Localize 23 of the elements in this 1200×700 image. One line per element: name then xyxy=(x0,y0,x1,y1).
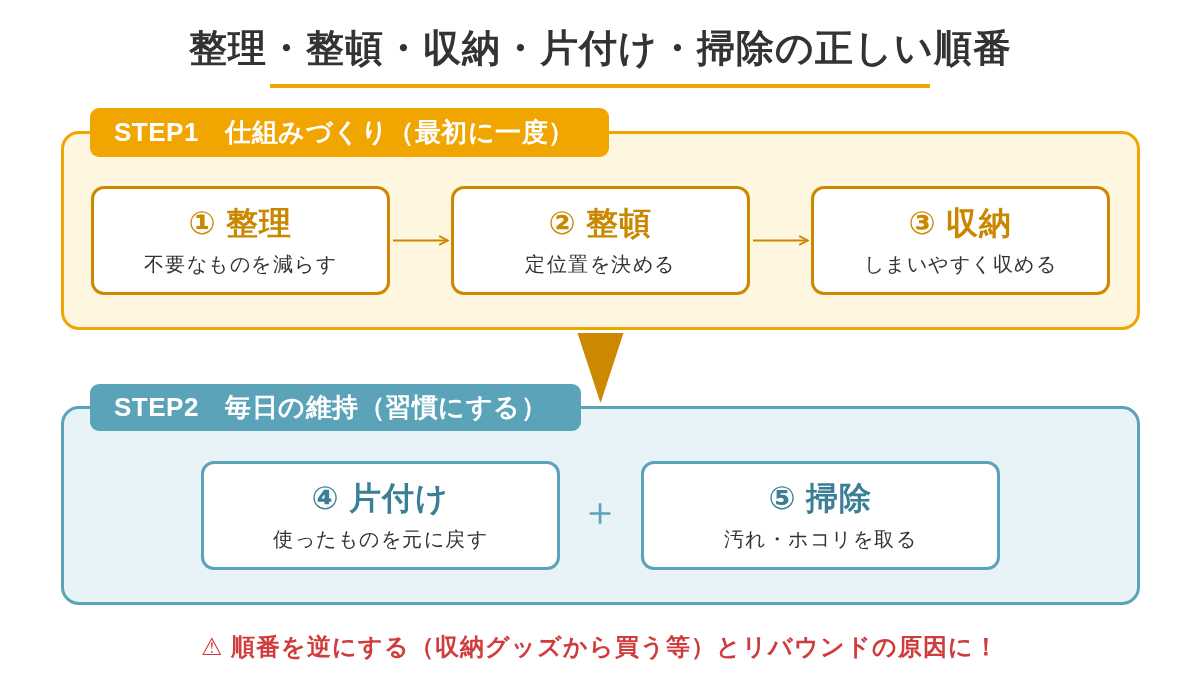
step-description: 汚れ・ホコリを取る xyxy=(723,526,918,551)
step-heading: ④ 片付け xyxy=(311,480,450,517)
step-box xyxy=(641,461,1000,570)
step-box xyxy=(201,461,560,570)
step-box xyxy=(451,186,750,295)
step-tab: STEP1 仕組みづくり（最初に一度） xyxy=(90,108,609,157)
triangle-arrow xyxy=(577,333,624,403)
arrow xyxy=(392,235,449,246)
arrow xyxy=(752,235,809,246)
step-heading: ① 整理 xyxy=(188,205,293,242)
step-tab: STEP2 毎日の維持（習慣にする） xyxy=(90,384,582,431)
step-box xyxy=(811,186,1110,295)
step-heading: ② 整頓 xyxy=(548,205,653,242)
plus-sign: ＋ xyxy=(580,491,620,531)
step-description: 不要なものを減らす xyxy=(143,251,338,276)
step-description: 定位置を決める xyxy=(525,251,676,276)
step-heading: ⑤ 掃除 xyxy=(768,480,873,517)
step-description: しまいやすく収める xyxy=(863,251,1058,276)
step-heading: ③ 収納 xyxy=(908,205,1013,242)
step-box xyxy=(91,186,390,295)
warning-note: ⚠ 順番を逆にする（収納グッズから買う等）とリバウンドの原因に！ xyxy=(200,635,1000,659)
title: 整理・整頓・収納・片付け・掃除の正しい順番 xyxy=(188,26,1012,71)
step-description: 使ったものを元に戻す xyxy=(273,526,488,551)
